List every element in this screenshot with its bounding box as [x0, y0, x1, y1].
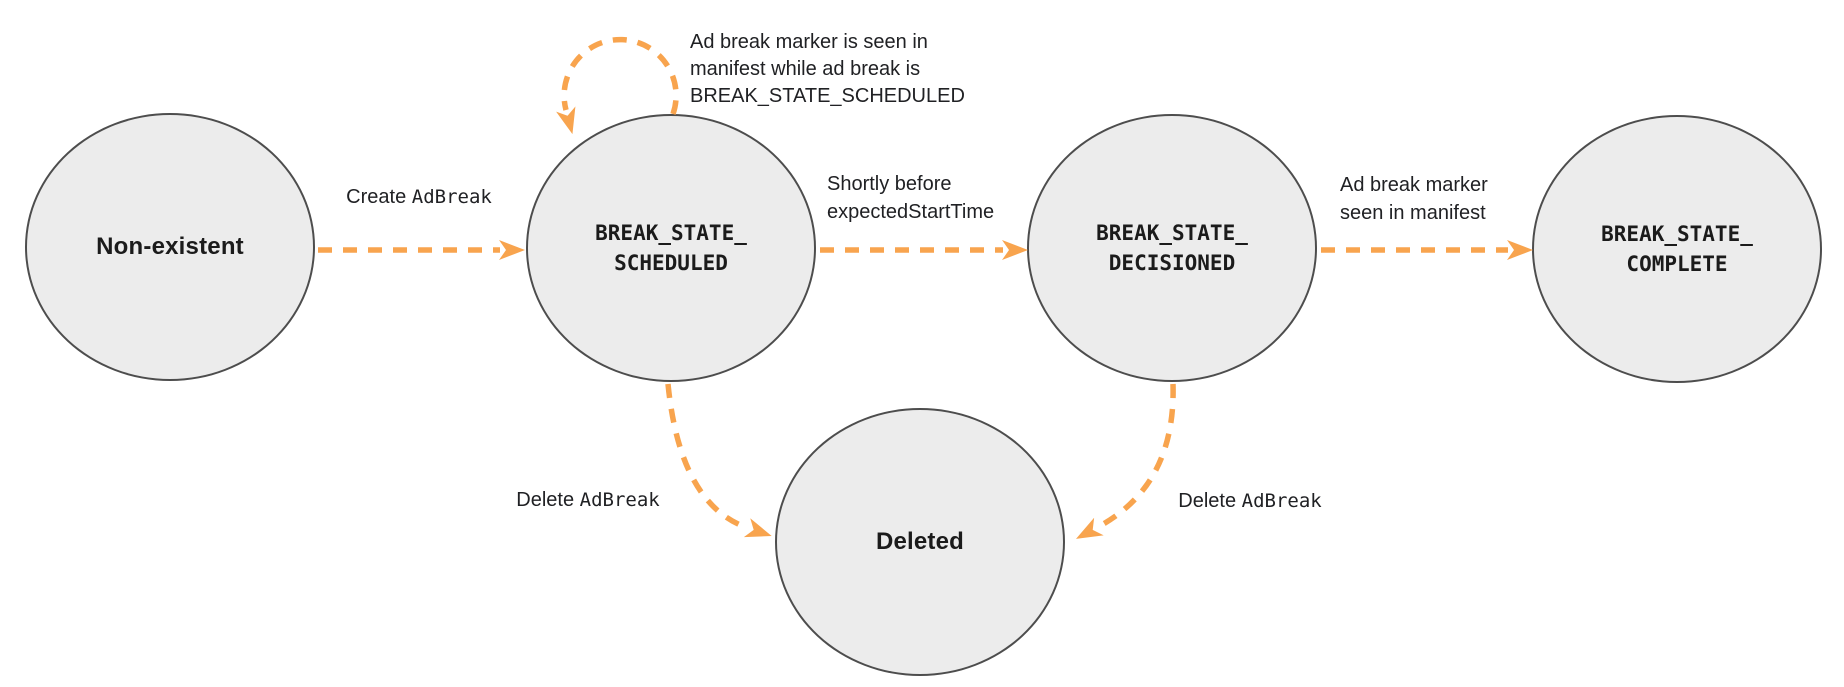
state-node-break-state-scheduled: BREAK_STATE_ SCHEDULED [526, 114, 816, 382]
state-label-decisioned-line2: DECISIONED [1108, 251, 1236, 275]
state-node-break-state-complete: BREAK_STATE_ COMPLETE [1532, 115, 1822, 383]
edge-label-delete-left: Delete AdBreak [516, 487, 659, 514]
edge-label-create-adbreak: Create AdBreak [346, 184, 492, 211]
edge-label-shortly-before: Shortly before expectedStartTime [827, 170, 994, 226]
state-node-break-state-decisioned: BREAK_STATE_ DECISIONED [1027, 114, 1317, 382]
edge-label-shortly-code: expectedStartTime [827, 201, 995, 223]
edge-label-create-text: Create [346, 186, 407, 208]
edge-label-self-loop-line2: manifest while ad break is [690, 58, 921, 80]
edge-label-delete-right-code: AdBreak [1241, 490, 1322, 512]
edge-label-marker-seen: Ad break marker seen in manifest [1340, 171, 1488, 227]
edge-label-self-loop-code: BREAK_STATE_SCHEDULED [690, 85, 965, 107]
edge-label-delete-right-text: Delete [1178, 490, 1237, 512]
edge-label-delete-right: Delete AdBreak [1178, 488, 1321, 515]
edge-label-marker-seen-line1: Ad break marker [1340, 174, 1488, 196]
state-label-scheduled-line1: BREAK_STATE_ [595, 221, 747, 245]
edge-label-marker-seen-line2: seen in manifest [1340, 202, 1486, 224]
edge-label-self-loop: Ad break marker is seen in manifest whil… [690, 29, 965, 110]
edge-label-shortly-text: Shortly before [827, 173, 952, 195]
state-label-complete-line1: BREAK_STATE_ [1601, 222, 1753, 246]
edge-label-create-code: AdBreak [411, 186, 492, 208]
state-label-deleted: Deleted [875, 528, 965, 555]
edge-label-delete-left-text: Delete [516, 489, 575, 511]
edge-label-delete-left-code: AdBreak [579, 489, 660, 511]
edge-self-loop-arrow [556, 36, 679, 135]
state-label-non-existent: Non-existent [96, 233, 244, 260]
state-label-complete-line2: COMPLETE [1626, 252, 1728, 276]
edge-label-self-loop-line1: Ad break marker is seen in [690, 31, 928, 53]
state-node-non-existent: Non-existent [25, 113, 315, 381]
edge-delete-left-arrow [665, 383, 772, 538]
state-label-decisioned-line1: BREAK_STATE_ [1096, 221, 1248, 245]
state-label-scheduled-line2: SCHEDULED [614, 251, 728, 275]
edge-delete-right-arrow [1075, 383, 1176, 539]
state-node-deleted: Deleted [775, 408, 1065, 676]
